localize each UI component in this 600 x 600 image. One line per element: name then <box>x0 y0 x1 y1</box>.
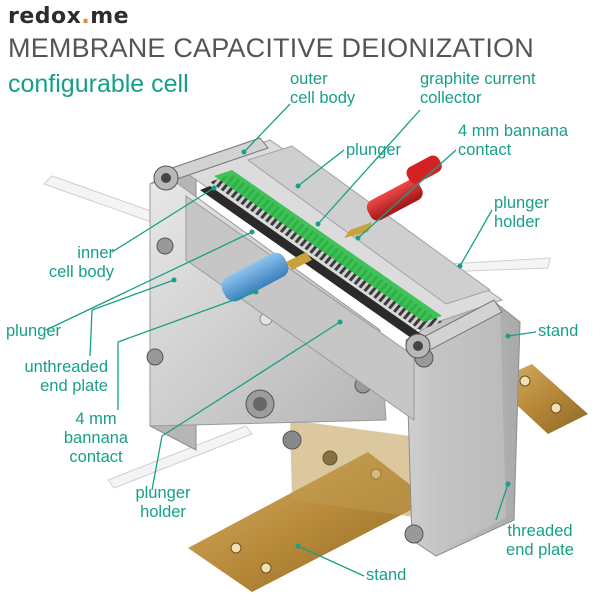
screw-right <box>405 299 503 359</box>
label-line: plunger <box>135 484 191 502</box>
label-line: end plate <box>40 377 108 395</box>
label-banana-contact-top: 4 mm bannana contact <box>458 122 568 160</box>
leader-lines <box>45 103 537 577</box>
label-line: stand <box>538 322 579 340</box>
logo-text-before: redox <box>8 4 82 29</box>
label-outer-cell-body: outer cell body <box>290 70 355 108</box>
label-line: contact <box>69 448 123 466</box>
label-line: cell body <box>48 263 114 281</box>
label-line: stand <box>366 566 407 584</box>
label-plunger-holder-bottom: plunger holder <box>124 484 202 522</box>
label-line: inner <box>77 244 114 262</box>
label-line: collector <box>420 89 482 107</box>
label-plunger-left: plunger <box>6 322 61 341</box>
label-line: threaded <box>507 522 573 540</box>
label-line: contact <box>458 141 512 159</box>
label-line: holder <box>494 213 540 231</box>
threaded-end-plate-shape <box>404 291 521 557</box>
diagram-title: MEMBRANE CAPACITIVE DEIONIZATION <box>8 33 534 63</box>
label-stand-bottom: stand <box>366 566 406 585</box>
diagram-subtitle: configurable cell <box>8 70 189 98</box>
label-line: cell body <box>290 89 356 107</box>
label-unthreaded-end-plate: unthreaded end plate <box>4 358 109 396</box>
label-line: outer <box>290 70 328 88</box>
red-contact-shape <box>344 155 442 238</box>
logo-dot: . <box>81 4 91 29</box>
label-line: 4 mm <box>75 410 117 428</box>
label-line: graphite current <box>420 70 536 88</box>
label-line: plunger <box>346 141 402 159</box>
screw-top-left <box>153 137 269 191</box>
fitting-shape <box>245 389 338 466</box>
label-graphite-current-collector: graphite current collector <box>420 70 536 108</box>
label-banana-contact-left: 4 mm bannana contact <box>46 410 146 467</box>
label-threaded-end-plate: threaded end plate <box>494 522 586 560</box>
label-line: bannana <box>63 429 129 447</box>
blue-contact-shape <box>221 252 312 302</box>
label-stand-right: stand <box>538 322 578 341</box>
label-plunger-holder-right: plunger holder <box>494 194 549 232</box>
label-line: 4 mm bannana <box>458 122 569 140</box>
label-line: end plate <box>506 541 574 559</box>
label-plunger-top: plunger <box>346 141 401 160</box>
label-line: plunger <box>6 322 62 340</box>
label-inner-cell-body: inner cell body <box>10 244 114 282</box>
tube-left-bottom <box>107 425 253 489</box>
logo-text-after: me <box>90 4 130 29</box>
leader-dots <box>171 149 511 549</box>
label-line: holder <box>140 503 186 521</box>
redoxme-logo: redox.me <box>8 4 129 29</box>
label-line: unthreaded <box>24 358 109 376</box>
label-line: plunger <box>494 194 550 212</box>
